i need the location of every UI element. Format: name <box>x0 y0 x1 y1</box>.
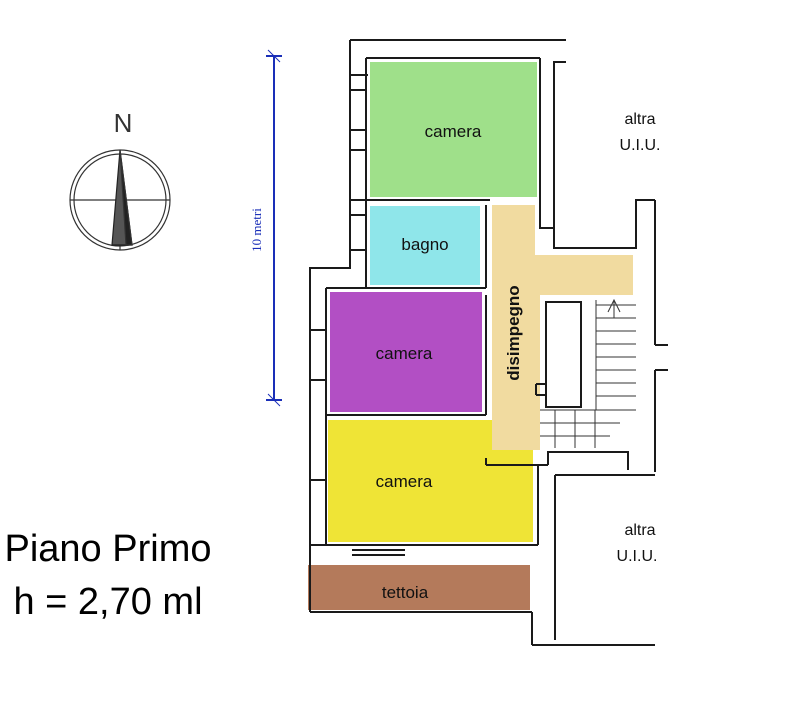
room-label-camera-top: camera <box>425 122 482 141</box>
room-camera-middle <box>330 292 482 412</box>
compass-icon <box>69 149 171 251</box>
neighbor-bottom-line1: altra <box>624 522 655 539</box>
stair-treads <box>540 298 636 448</box>
plan-title: Piano Primo <box>5 528 212 570</box>
north-label: N <box>114 108 133 138</box>
room-label-camera-bottom: camera <box>376 472 433 491</box>
scale-label: 10 metri <box>249 208 264 252</box>
room-camera-top <box>370 62 537 197</box>
neighbor-top-line2: U.I.U. <box>620 137 661 154</box>
room-tettoia <box>308 565 530 610</box>
plan-height: h = 2,70 ml <box>13 581 202 623</box>
room-bagno <box>370 206 480 285</box>
room-label-tettoia: tettoia <box>382 583 429 602</box>
neighbor-top-line1: altra <box>624 111 655 128</box>
walls <box>309 39 668 646</box>
scale-bar <box>266 49 282 407</box>
room-label-camera-middle: camera <box>376 344 433 363</box>
room-label-bagno: bagno <box>401 235 448 254</box>
room-label-disimpegno: disimpegno <box>504 285 523 380</box>
room-disimpegno <box>492 205 633 450</box>
neighbor-bottom-line2: U.I.U. <box>617 548 658 565</box>
